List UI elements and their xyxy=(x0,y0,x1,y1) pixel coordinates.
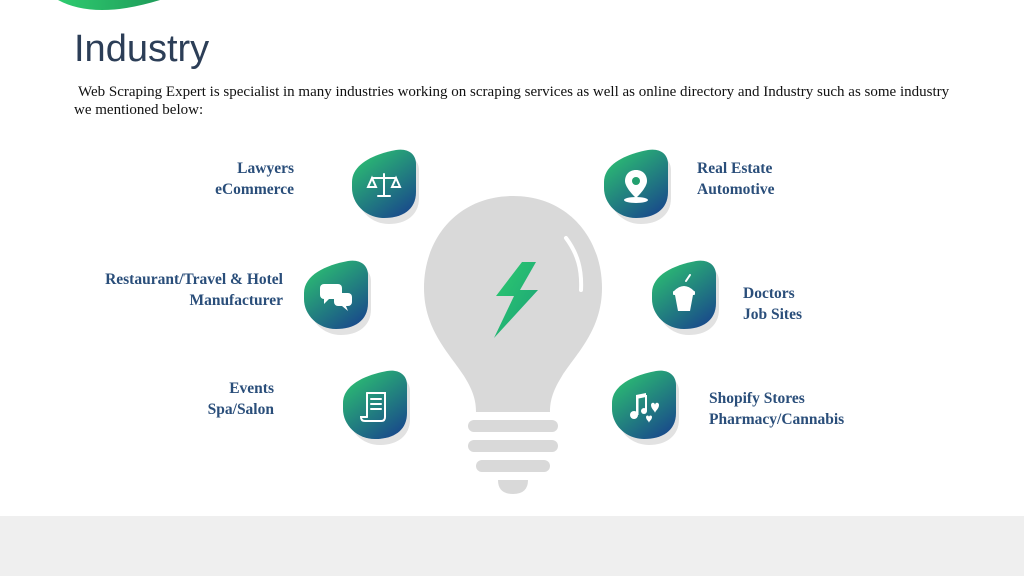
industry-lawyers: Lawyers xyxy=(237,160,294,177)
slide: Industry Web Scraping Expert is speciali… xyxy=(58,0,954,494)
industry-real-estate: Real Estate xyxy=(697,160,773,177)
industry-events: Events xyxy=(229,380,274,397)
drink-cup-blob xyxy=(646,259,722,335)
industry-ecommerce: eCommerce xyxy=(215,181,294,198)
industry-job-sites: Job Sites xyxy=(743,306,802,323)
decorative-swoosh xyxy=(58,0,160,10)
intro-paragraph: Web Scraping Expert is specialist in man… xyxy=(74,83,954,119)
industry-label-top-left: Lawyers eCommerce xyxy=(215,158,294,200)
scales-blob xyxy=(346,148,422,224)
page-title: Industry xyxy=(74,28,210,70)
location-pin-icon xyxy=(604,149,671,224)
industry-label-bottom-left: Events Spa/Salon xyxy=(208,378,274,420)
music-heart-icon xyxy=(612,370,679,445)
lightning-bolt-icon xyxy=(494,262,538,338)
industry-pharmacy-cannabis: Pharmacy/Cannabis xyxy=(709,411,845,428)
industry-label-mid-right: Doctors Job Sites xyxy=(743,283,802,325)
scroll-blob xyxy=(337,369,413,445)
industry-doctors: Doctors xyxy=(743,285,795,302)
industry-label-bottom-right: Shopify Stores Pharmacy/Cannabis xyxy=(709,388,844,430)
industry-automotive: Automotive xyxy=(697,181,775,198)
scroll-icon xyxy=(343,370,410,445)
industry-spa-salon: Spa/Salon xyxy=(207,401,274,418)
location-pin-blob xyxy=(598,148,674,224)
footer-band xyxy=(0,516,1024,576)
intro-text: Web Scraping Expert is specialist in man… xyxy=(74,84,950,118)
scales-icon xyxy=(352,149,419,224)
industry-shopify-stores: Shopify Stores xyxy=(709,390,805,407)
chat-bubbles-icon xyxy=(304,260,371,335)
industry-manufacturer: Manufacturer xyxy=(189,292,283,309)
industry-label-mid-left: Restaurant/Travel & Hotel Manufacturer xyxy=(105,269,283,311)
industry-restaurant-travel-hotel: Restaurant/Travel & Hotel xyxy=(105,271,283,288)
music-heart-blob xyxy=(606,369,682,445)
chat-bubbles-blob xyxy=(298,259,374,335)
drink-cup-icon xyxy=(652,260,719,335)
industry-label-top-right: Real Estate Automotive xyxy=(697,158,775,200)
light-bulb-icon xyxy=(424,196,602,494)
